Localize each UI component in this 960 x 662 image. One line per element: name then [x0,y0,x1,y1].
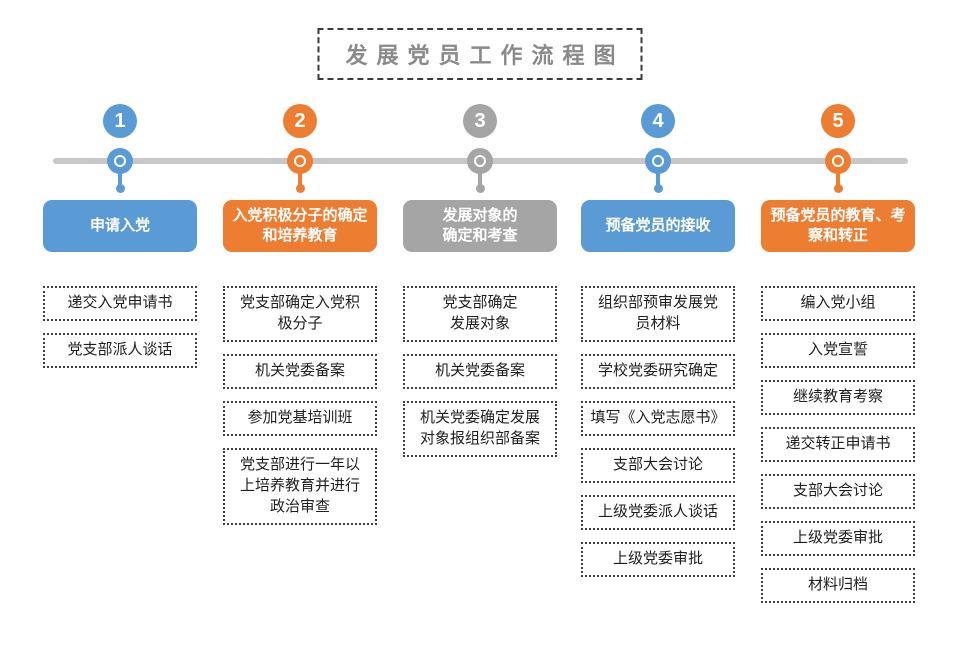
diagram-title-box: 发展党员工作流程图 [317,28,643,80]
step-item: 机关党委确定发展 对象报组织部备案 [403,401,557,457]
step-item: 填写《入党志愿书》 [581,401,735,436]
timeline-connector-dot [295,184,305,193]
timeline-connector [298,172,302,186]
timeline-connector-dot [475,184,485,193]
step-item: 继续教育考察 [761,380,915,415]
step-item: 入党宣誓 [761,333,915,368]
step-item: 递交入党申请书 [43,286,197,321]
step-item: 上级党委审批 [761,521,915,556]
step-item: 组织部预审发展党 员材料 [581,286,735,342]
step-item: 编入党小组 [761,286,915,321]
timeline-node-icon [107,148,133,174]
step-item: 递交转正申请书 [761,427,915,462]
step-item: 材料归档 [761,568,915,603]
timeline-node-ring [114,155,126,167]
stage-column: 3 发展对象的 确定和考查 党支部确定 发展对象机关党委备案机关党委确定发展 对… [400,0,560,662]
stage-step-list: 党支部确定入党积 极分子机关党委备案参加党基培训班党支部进行一年以 上培养教育并… [220,286,380,525]
timeline-node-ring [652,155,664,167]
diagram-title: 发展党员工作流程图 [345,43,625,68]
stage-header: 预备党员的接收 [581,200,735,252]
stage-number-badge: 2 [283,104,317,138]
stage-header: 预备党员的教育、考 察和转正 [761,200,915,252]
step-item: 党支部确定 发展对象 [403,286,557,342]
timeline-connector [478,172,482,186]
stage-step-list: 组织部预审发展党 员材料学校党委研究确定填写《入党志愿书》支部大会讨论上级党委派… [578,286,738,577]
step-item: 支部大会讨论 [761,474,915,509]
step-item: 上级党委派人谈话 [581,495,735,530]
stage-step-list: 党支部确定 发展对象机关党委备案机关党委确定发展 对象报组织部备案 [400,286,560,457]
stage-header: 申请入党 [43,200,197,252]
timeline-node-icon [825,148,851,174]
stage-column: 1 申请入党 递交入党申请书党支部派人谈话 [40,0,200,662]
step-item: 机关党委备案 [223,354,377,389]
stage-column: 2 入党积极分子的确定 和培养教育 党支部确定入党积 极分子机关党委备案参加党基… [220,0,380,662]
timeline-node-icon [645,148,671,174]
timeline-connector [118,172,122,186]
stage-header: 入党积极分子的确定 和培养教育 [223,200,377,252]
timeline-connector [656,172,660,186]
step-item: 党支部进行一年以 上培养教育并进行 政治审查 [223,448,377,525]
step-item: 党支部派人谈话 [43,333,197,368]
step-item: 支部大会讨论 [581,448,735,483]
stage-step-list: 递交入党申请书党支部派人谈话 [40,286,200,368]
timeline-connector-dot [833,184,843,193]
stage-column: 4 预备党员的接收 组织部预审发展党 员材料学校党委研究确定填写《入党志愿书》支… [578,0,738,662]
step-item: 党支部确定入党积 极分子 [223,286,377,342]
stage-number-badge: 3 [463,104,497,138]
timeline-node-ring [294,155,306,167]
stage-step-list: 编入党小组入党宣誓继续教育考察递交转正申请书支部大会讨论上级党委审批材料归档 [758,286,918,603]
step-item: 参加党基培训班 [223,401,377,436]
timeline-node-ring [832,155,844,167]
timeline-node-ring [474,155,486,167]
timeline-node-icon [287,148,313,174]
stage-header: 发展对象的 确定和考查 [403,200,557,252]
stage-number-badge: 4 [641,104,675,138]
timeline-connector [836,172,840,186]
step-item: 上级党委审批 [581,542,735,577]
stage-column: 5 预备党员的教育、考 察和转正 编入党小组入党宣誓继续教育考察递交转正申请书支… [758,0,918,662]
timeline-node-icon [467,148,493,174]
step-item: 学校党委研究确定 [581,354,735,389]
stage-number-badge: 5 [821,104,855,138]
step-item: 机关党委备案 [403,354,557,389]
stage-number-badge: 1 [103,104,137,138]
timeline-connector-dot [653,184,663,193]
timeline-connector-dot [115,184,125,193]
